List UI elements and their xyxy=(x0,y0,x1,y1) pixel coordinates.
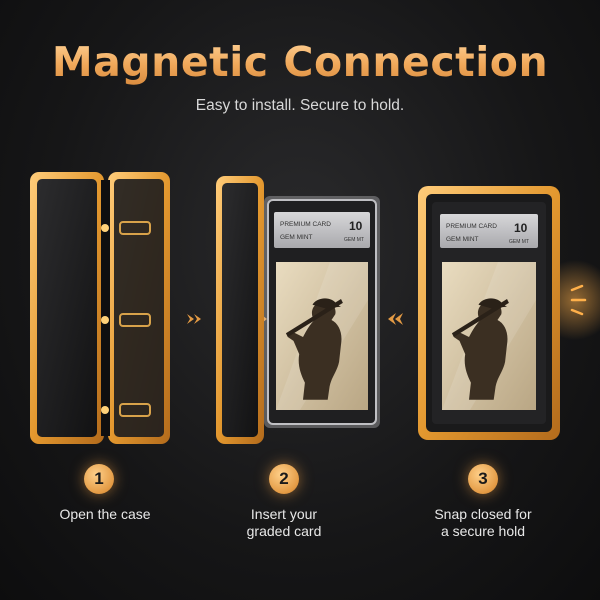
hinge-3 xyxy=(101,403,151,417)
hinge-2 xyxy=(101,313,151,327)
step-2-line-2: graded card xyxy=(246,523,322,539)
step-3-line-2: a secure hold xyxy=(440,523,526,539)
step-2-line-1: Insert your xyxy=(250,506,318,522)
step-1-caption: Open the case xyxy=(30,506,180,523)
arrow-left-icon xyxy=(388,313,403,325)
step-3-badge: 3 xyxy=(468,464,498,494)
card-label-2b: GEM MINT xyxy=(446,236,479,243)
graded-card-slab xyxy=(264,196,380,428)
page-title: Magnetic Connection xyxy=(0,38,600,86)
magnet-spark-icon xyxy=(570,284,587,316)
page-subtitle: Easy to install. Secure to hold. xyxy=(195,97,405,114)
hinge-1 xyxy=(101,221,151,235)
step-3-caption: Snap closed for a secure hold xyxy=(408,506,558,540)
step-2-badge: 2 xyxy=(269,464,299,494)
case-half xyxy=(216,176,264,444)
card-grade-label-1: GEM MT xyxy=(344,237,364,243)
step-1-badge: 1 xyxy=(84,464,114,494)
step-1-line-1: Open the case xyxy=(59,506,151,522)
closed-case xyxy=(418,186,560,440)
card-label-1b: GEM MINT xyxy=(280,234,313,241)
step-2-caption: Insert your graded card xyxy=(209,506,359,540)
card-label-1: PREMIUM CARD xyxy=(280,221,331,228)
card-grade-2: 10 xyxy=(514,221,528,235)
card-grade-label-2: GEM MT xyxy=(509,239,529,245)
card-label-2: PREMIUM CARD xyxy=(446,223,497,230)
card-grade-1: 10 xyxy=(349,219,363,233)
step-3-line-1: Snap closed for xyxy=(434,506,532,522)
open-case xyxy=(30,172,170,444)
